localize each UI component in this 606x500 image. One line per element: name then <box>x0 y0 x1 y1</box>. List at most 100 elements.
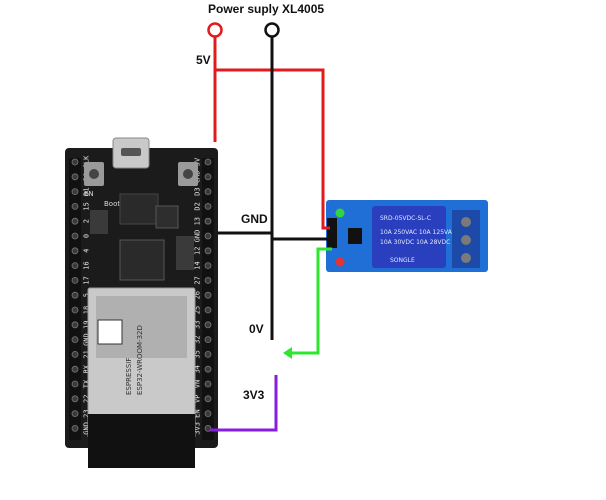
label-3v3: 3V3 <box>243 388 265 402</box>
right-pin-label: 35 <box>194 350 202 358</box>
left-pin-hole <box>71 232 79 240</box>
right-pin-hole <box>204 247 212 255</box>
left-pin-label: CLK <box>83 155 91 168</box>
left-pin-label: 21 <box>83 350 91 358</box>
usb-port <box>121 148 141 156</box>
module-antenna <box>88 414 195 468</box>
right-pin-hole <box>204 380 212 388</box>
left-pin-label: 19 <box>83 321 91 329</box>
left-pin-label: 23 <box>83 409 91 417</box>
relay-coil-line-2: 10A 250VAC 10A 125VAC <box>380 229 456 236</box>
right-pin-label: GND <box>194 230 202 243</box>
right-pin-label: 27 <box>194 276 202 284</box>
boot-button-label: Boot <box>104 200 120 208</box>
left-pin-label: GND <box>83 333 91 346</box>
relay-transistor <box>348 228 362 244</box>
right-pin-label: 33 <box>194 321 202 329</box>
left-pin-label: 15 <box>83 202 91 210</box>
signal-arrow-head <box>283 347 292 359</box>
relay-pin-header <box>327 218 337 248</box>
left-pin-hole <box>71 188 79 196</box>
right-pin-hole <box>204 350 212 358</box>
right-pin-label: 26 <box>194 291 202 299</box>
left-pin-label: 2 <box>83 219 91 223</box>
left-pin-hole <box>71 395 79 403</box>
left-pin-hole <box>71 336 79 344</box>
right-pin-hole <box>204 188 212 196</box>
relay-brand: SONGLE <box>390 257 415 264</box>
right-pin-hole <box>204 202 212 210</box>
terminal-screw-1 <box>461 217 471 227</box>
right-pin-label: VP <box>194 395 202 403</box>
right-pin-hole <box>204 173 212 181</box>
left-pin-label: 5 <box>83 293 91 297</box>
power-supply-title: Power suply XL4005 <box>208 2 324 16</box>
relay-coil-line-3: 10A 30VDC 10A 28VDC <box>380 239 450 246</box>
right-pin-label: 34 <box>194 365 202 373</box>
right-pin-label: 32 <box>194 335 202 343</box>
left-pin-hole <box>71 306 79 314</box>
positive-terminal <box>207 22 223 38</box>
regulator-chip <box>155 205 179 229</box>
right-pin-hole <box>204 232 212 240</box>
right-pin-label: D2 <box>194 202 202 210</box>
wire-3v3 <box>210 375 278 432</box>
right-pin-label: D3 <box>194 187 202 195</box>
right-pin-label: VN <box>194 380 202 388</box>
smd-component <box>90 210 108 234</box>
right-pin-hole <box>204 262 212 270</box>
right-pin-hole <box>204 291 212 299</box>
right-pin-label: 5V <box>194 157 202 166</box>
terminal-screw-3 <box>461 253 471 263</box>
relay-status-led <box>335 257 345 267</box>
right-pin-hole <box>204 321 212 329</box>
relay-module: SRD-05VDC-SL-C 10A 250VAC 10A 125VAC 10A… <box>326 200 488 272</box>
module-qr-code <box>97 319 123 345</box>
left-pin-hole <box>71 276 79 284</box>
left-pin-hole <box>71 217 79 225</box>
right-pin-hole <box>204 336 212 344</box>
right-pin-hole <box>204 410 212 418</box>
right-pin-label: 12 <box>194 247 202 255</box>
relay-power-led <box>335 208 345 218</box>
right-pin-hole <box>204 158 212 166</box>
wire-5v-to-relay <box>215 68 330 230</box>
right-pin-hole <box>204 276 212 284</box>
right-pin-hole <box>204 365 212 373</box>
left-pin-hole <box>71 365 79 373</box>
label-gnd: GND <box>241 212 268 226</box>
left-pin-hole <box>71 202 79 210</box>
left-pin-hole <box>71 262 79 270</box>
left-pin-hole <box>71 158 79 166</box>
right-pin-label: 13 <box>194 217 202 225</box>
terminal-screw-2 <box>461 235 471 245</box>
right-pin-hole <box>204 306 212 314</box>
en-button-cap <box>89 169 99 179</box>
right-pin-label: EN <box>194 409 202 417</box>
right-pin-label: 25 <box>194 306 202 314</box>
left-pin-label: 16 <box>83 261 91 269</box>
en-button-label: EN <box>84 190 94 198</box>
label-0v: 0V <box>249 322 264 336</box>
left-pin-label: TX <box>83 379 91 388</box>
usb-uart-chip <box>119 193 159 225</box>
left-pin-label: 0 <box>83 234 91 238</box>
right-pin-hole <box>204 424 212 432</box>
left-pin-label: RX <box>83 364 91 373</box>
relay-coil-body <box>372 206 446 268</box>
ldo-chip <box>119 239 165 281</box>
left-pin-hole <box>71 291 79 299</box>
wire-signal <box>290 247 332 355</box>
left-pin-label: 18 <box>83 306 91 314</box>
left-pin-label: 22 <box>83 395 91 403</box>
left-pin-label: 4 <box>83 249 91 253</box>
left-pin-hole <box>71 321 79 329</box>
left-pin-hole <box>71 247 79 255</box>
right-pin-label: 14 <box>194 261 202 269</box>
left-pin-hole <box>71 410 79 418</box>
left-pin-label: 17 <box>83 276 91 284</box>
label-5v: 5V <box>196 53 211 67</box>
boot-button-cap <box>183 169 193 179</box>
right-pin-hole <box>204 395 212 403</box>
